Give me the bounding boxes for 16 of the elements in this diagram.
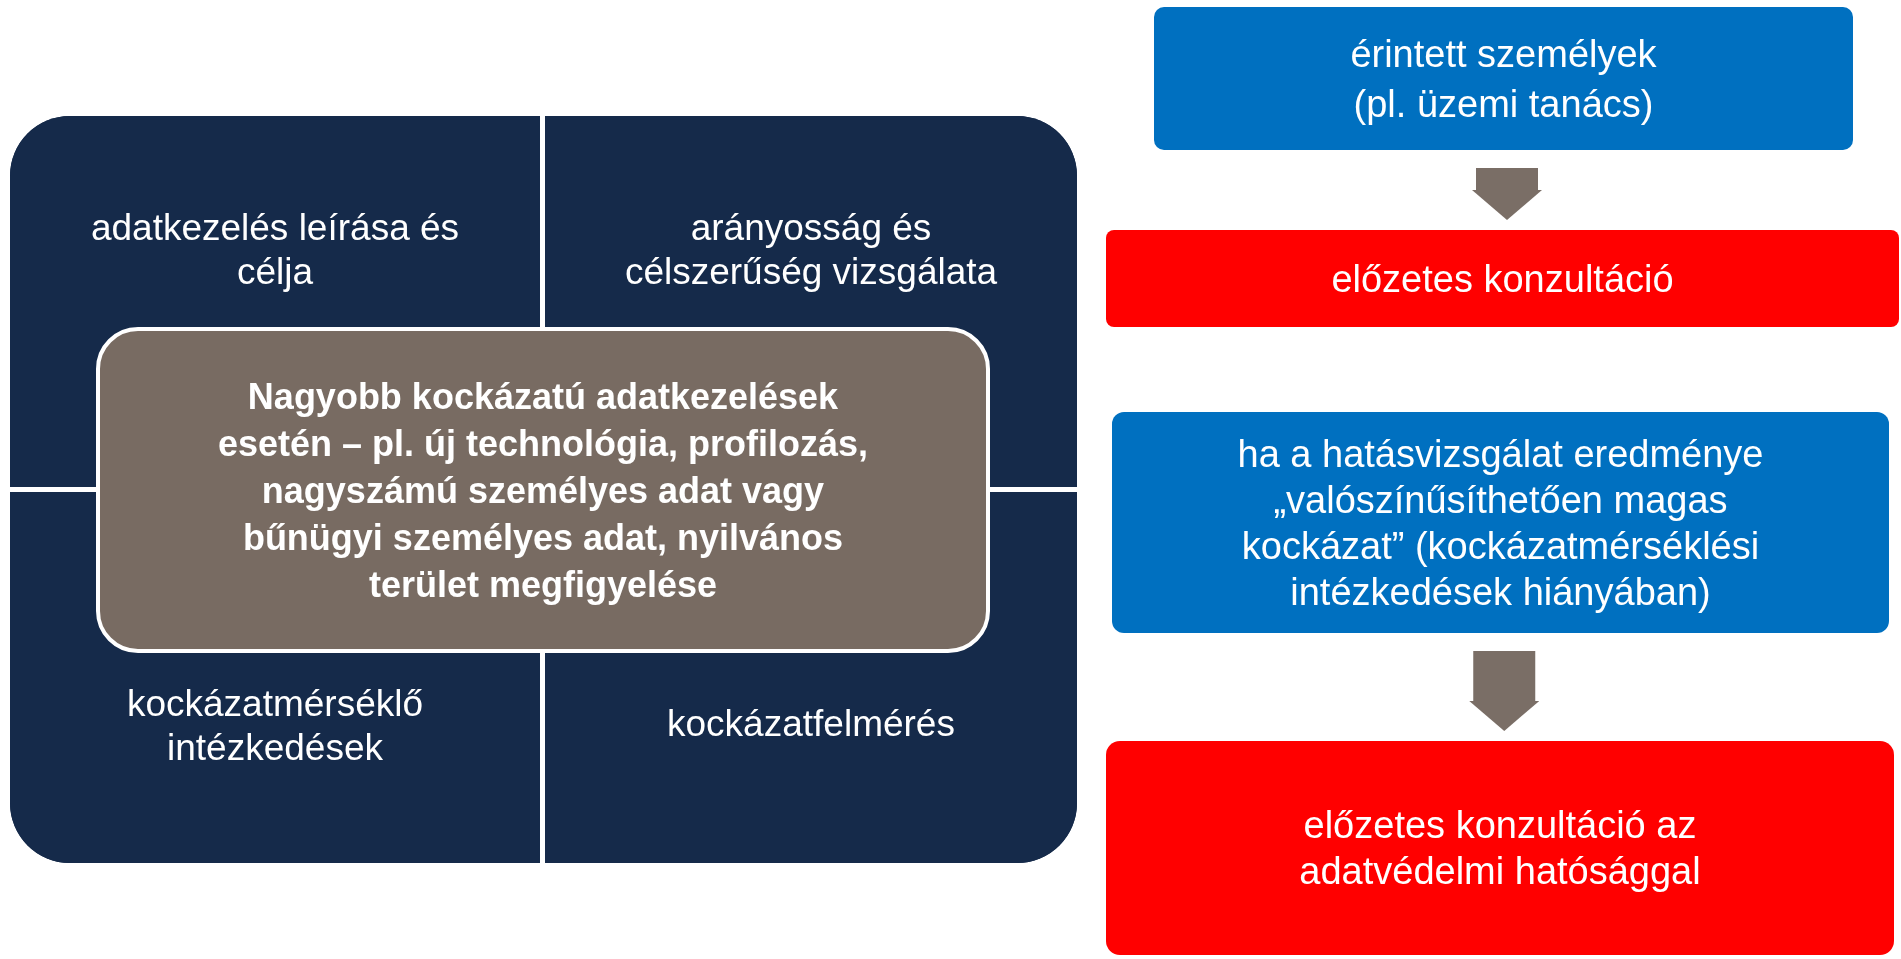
center-box [96, 327, 990, 653]
process-box [1154, 7, 1853, 150]
block-arrow [1472, 168, 1542, 220]
node-text: érintett személyek (pl. üzemi tanács) [1349, 31, 1658, 127]
process-box [1106, 230, 1899, 327]
node-text: Nagyobb kockázatú adatkezelések esetén – pl. új technológia, profilozás, nagyszámú személyes adat vagy bűnügyi személyes adat, nyilvános terület megfigyelése [216, 374, 870, 607]
process-box [1112, 412, 1889, 633]
node-text: kockázatfelmérés [666, 702, 956, 746]
process-box [1106, 741, 1894, 955]
node-text: előzetes konzultáció az adatvédelmi hatósággal [1298, 803, 1702, 894]
block-arrow [1469, 651, 1540, 731]
node-text: adatkezelés leírása és célja [89, 206, 461, 294]
node-text: arányosság és célszerűség vizsgálata [623, 206, 999, 294]
node-text: előzetes konzultáció [1330, 256, 1675, 302]
node-text: ha a hatásvizsgálat eredménye „valószínűsíthetően magas kockázat” (kockázatmérséklési intézkedések hiányában) [1236, 431, 1765, 615]
node-text: kockázatmérséklő intézkedések [125, 682, 425, 770]
